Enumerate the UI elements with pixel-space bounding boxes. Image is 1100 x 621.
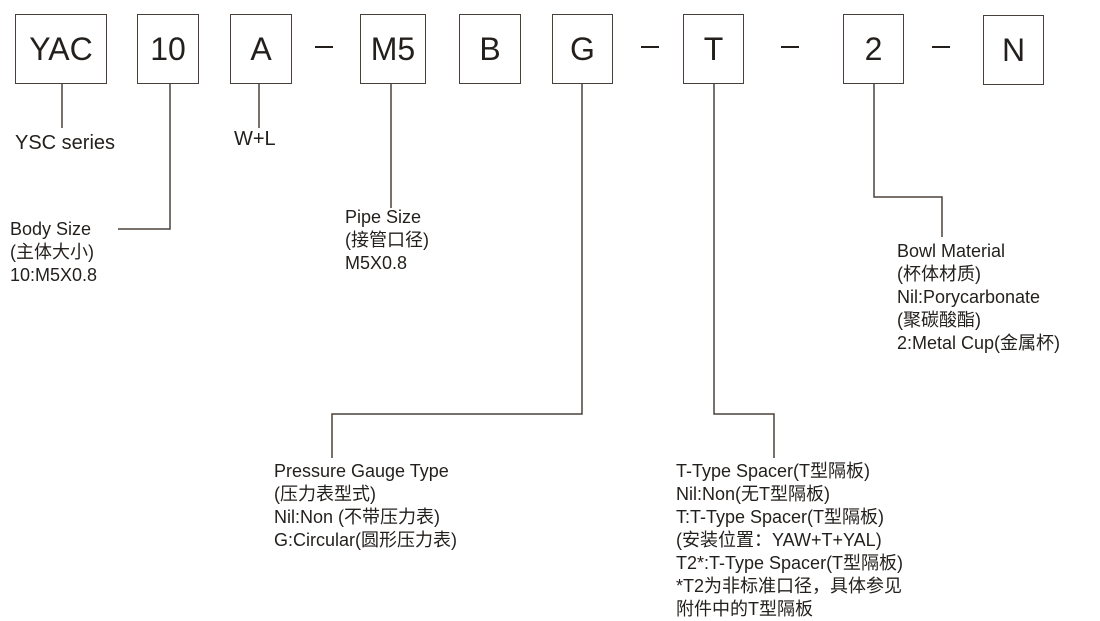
separator-dash xyxy=(781,46,799,48)
code-box-bowl: 2 xyxy=(843,14,904,84)
separator-dash xyxy=(932,46,950,48)
code-box-series: YAC xyxy=(15,14,107,84)
code-box-n: N xyxy=(983,15,1044,85)
label-line: (接管口径) xyxy=(345,230,429,250)
line-gauge xyxy=(331,84,583,458)
separator-dash xyxy=(315,46,333,48)
label-line: 10:M5X0.8 xyxy=(10,265,98,285)
label-line: T-Type Spacer(T型隔板) xyxy=(676,461,871,481)
code-box-gauge: G xyxy=(552,14,613,84)
label-type: W+L xyxy=(234,128,276,150)
code-box-spacer: T xyxy=(683,14,744,84)
separator-dash xyxy=(641,46,659,48)
label-body-size: Body Size (主体大小) 10:M5X0.8 xyxy=(10,218,97,287)
label-line: Pipe Size xyxy=(345,207,422,227)
label-series: YSC series xyxy=(15,132,116,154)
label-line: Body Size xyxy=(10,219,92,239)
line-body-size xyxy=(118,84,171,230)
label-line: Nil:Non(无T型隔板) xyxy=(676,484,831,504)
label-line: *T2为非标准口径，具体参见 xyxy=(676,576,903,596)
label-pipe-size: Pipe Size (接管口径) M5X0.8 xyxy=(345,206,429,275)
label-line: Nil:Non (不带压力表) xyxy=(274,507,441,527)
label-line: Bowl Material xyxy=(897,241,1006,261)
label-gauge-type: Pressure Gauge Type (压力表型式) Nil:Non (不带压… xyxy=(274,460,457,552)
label-line: (聚碳酸酯) xyxy=(897,310,981,330)
label-bowl-material: Bowl Material (杯体材质) Nil:Porycarbonate (… xyxy=(897,240,1060,355)
label-line: 附件中的T型隔板 xyxy=(676,599,813,619)
code-box-body-size: 10 xyxy=(137,14,199,84)
label-line: (主体大小) xyxy=(10,242,94,262)
label-line: G:Circular(圆形压力表) xyxy=(274,530,457,550)
label-line: Pressure Gauge Type xyxy=(274,461,449,481)
label-line: Nil:Porycarbonate xyxy=(897,287,1041,307)
code-box-type: A xyxy=(230,14,292,84)
line-bowl xyxy=(873,84,943,237)
label-line: T:T-Type Spacer(T型隔板) xyxy=(676,507,885,527)
line-spacer xyxy=(713,84,775,458)
label-line: (安装位置：YAW+T+YAL) xyxy=(676,530,882,550)
label-line: 2:Metal Cup(金属杯) xyxy=(897,333,1061,353)
label-line: M5X0.8 xyxy=(345,253,408,273)
label-spacer: T-Type Spacer(T型隔板) Nil:Non(无T型隔板) T:T-T… xyxy=(676,460,903,621)
code-box-b: B xyxy=(459,14,521,84)
label-line: (压力表型式) xyxy=(274,484,376,504)
label-line: T2*:T-Type Spacer(T型隔板) xyxy=(676,553,904,573)
label-line: (杯体材质) xyxy=(897,264,981,284)
code-box-pipe-size: M5 xyxy=(360,14,426,84)
